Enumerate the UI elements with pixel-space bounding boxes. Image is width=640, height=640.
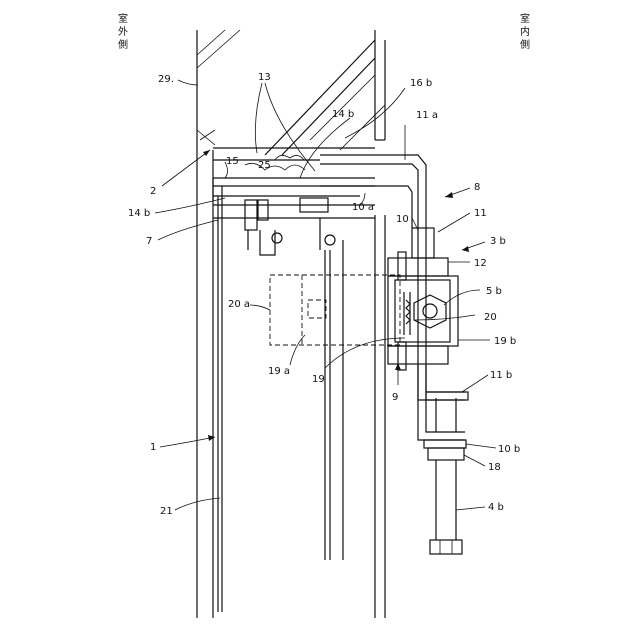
label-11: 11: [474, 208, 487, 219]
label-10b: 10 b: [498, 444, 520, 455]
outdoor-char-2: 外: [118, 26, 128, 38]
label-19b: 19 b: [494, 336, 516, 347]
diagonal-frame: [265, 40, 385, 155]
label-1: 1: [150, 442, 156, 453]
label-8: 8: [474, 182, 480, 193]
label-15: 15: [226, 156, 239, 167]
indoor-char-2: 内: [520, 25, 530, 38]
label-10: 10: [396, 214, 409, 225]
label-14b-left: 14 b: [128, 208, 150, 219]
outdoor-char-3: 側: [118, 38, 128, 51]
label-19: 19: [312, 374, 325, 385]
hex-bolt: [414, 295, 446, 328]
outdoor-side-label: 室 外 側: [118, 12, 128, 51]
sash-lines: [218, 196, 343, 612]
label-25: 25: [258, 160, 271, 171]
label-4b: 4 b: [488, 502, 504, 513]
label-19a: 19 a: [268, 366, 290, 377]
wall-column: [197, 30, 385, 618]
label-7: 7: [146, 236, 152, 247]
label-2: 2: [150, 186, 156, 197]
lower-bolt: [418, 365, 468, 554]
label-11b: 11 b: [490, 370, 512, 381]
label-29: 29.: [158, 74, 174, 85]
label-20a: 20 a: [228, 299, 250, 310]
indoor-char-1: 室: [520, 12, 530, 25]
label-3b: 3 b: [490, 236, 506, 247]
bracket-assembly: [320, 155, 465, 400]
label-9: 9: [392, 392, 398, 403]
label-18: 18: [488, 462, 501, 473]
label-10a: 10 a: [352, 202, 374, 213]
inner-frame: [213, 198, 375, 255]
label-5b: 5 b: [486, 286, 502, 297]
indoor-side-label: 室 内 側: [520, 12, 530, 51]
label-16b: 16 b: [410, 78, 432, 89]
outdoor-char-1: 室: [118, 12, 128, 25]
indoor-char-3: 側: [520, 38, 530, 51]
top-hatching: [197, 30, 240, 145]
label-20: 20: [484, 312, 497, 323]
label-12: 12: [474, 258, 487, 269]
label-14b-top: 14 b: [332, 109, 354, 120]
labels: 29. 13 16 b 14 b 11 a 15 25 2 8 14 b 10 …: [128, 72, 520, 517]
label-11a: 11 a: [416, 110, 438, 121]
label-21: 21: [160, 506, 173, 517]
label-13: 13: [258, 72, 271, 83]
hidden-box: [270, 275, 400, 345]
